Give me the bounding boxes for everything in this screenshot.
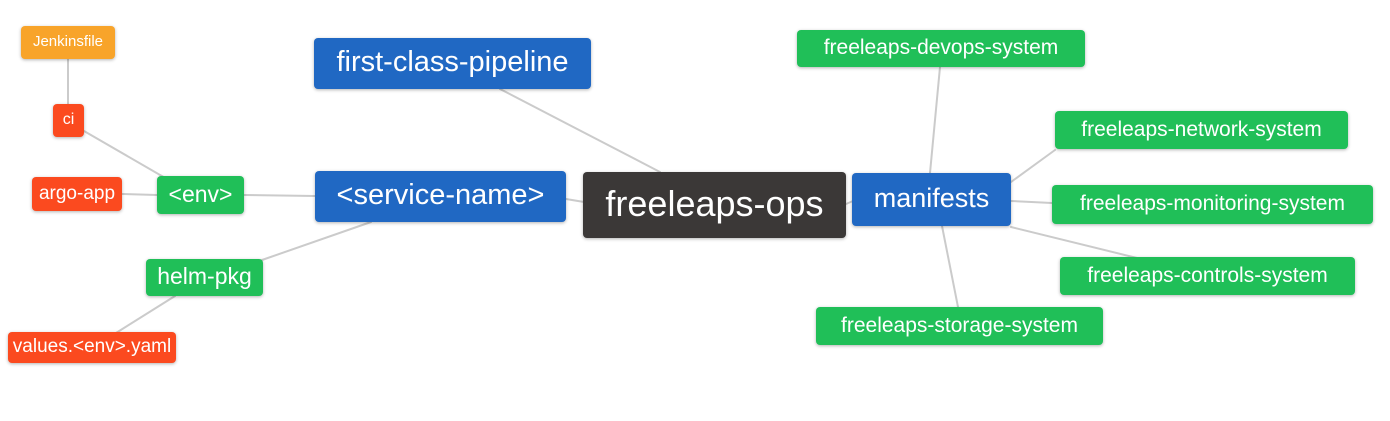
node-first-class-pipeline[interactable]: first-class-pipeline — [314, 38, 591, 89]
node-label: values.<env>.yaml — [12, 336, 172, 357]
node-freeleaps-storage-system[interactable]: freeleaps-storage-system — [816, 307, 1103, 345]
node-freeleaps-devops-system[interactable]: freeleaps-devops-system — [797, 30, 1085, 67]
edge-manifests-freeleaps-monitoring-system — [1010, 200, 1053, 204]
edge-argo-app-env — [121, 193, 158, 196]
node-freeleaps-controls-system[interactable]: freeleaps-controls-system — [1060, 257, 1355, 295]
edge-manifests-freeleaps-storage-system — [941, 225, 959, 308]
node-service-name[interactable]: <service-name> — [315, 171, 566, 222]
node-env[interactable]: <env> — [157, 176, 244, 214]
node-manifests[interactable]: manifests — [852, 173, 1011, 226]
edge-service-name-freeleaps-ops — [565, 198, 585, 203]
node-jenkinsfile[interactable]: Jenkinsfile — [21, 26, 115, 59]
node-values-env-yaml[interactable]: values.<env>.yaml — [8, 332, 176, 363]
node-label: Jenkinsfile — [32, 33, 104, 50]
node-argo-app[interactable]: argo-app — [32, 177, 122, 211]
edge-env-service-name — [243, 194, 316, 197]
node-label: freeleaps-devops-system — [823, 36, 1059, 59]
edge-freeleaps-ops-manifests — [845, 200, 854, 205]
edge-ci-env — [83, 130, 168, 180]
edge-freeleaps-devops-system-manifests — [929, 66, 941, 174]
node-label: freeleaps-ops — [605, 183, 824, 224]
node-label: freeleaps-monitoring-system — [1080, 192, 1345, 215]
node-freeleaps-monitoring-system[interactable]: freeleaps-monitoring-system — [1052, 185, 1373, 224]
edge-service-name-helm-pkg — [261, 221, 372, 261]
node-label: helm-pkg — [157, 263, 252, 289]
edge-manifests-freeleaps-controls-system — [1010, 226, 1138, 259]
edge-manifests-freeleaps-network-system — [1010, 149, 1056, 183]
node-freeleaps-network-system[interactable]: freeleaps-network-system — [1055, 111, 1348, 149]
node-ci[interactable]: ci — [53, 104, 84, 137]
node-label: <service-name> — [336, 179, 545, 211]
node-freeleaps-ops[interactable]: freeleaps-ops — [583, 172, 846, 238]
edge-first-class-pipeline-freeleaps-ops — [499, 88, 661, 173]
node-label: ci — [62, 110, 75, 128]
node-label: argo-app — [38, 182, 116, 204]
edge-helm-pkg-values-env-yaml — [115, 295, 176, 334]
node-label: first-class-pipeline — [336, 46, 569, 78]
node-label: freeleaps-controls-system — [1087, 263, 1328, 287]
node-helm-pkg[interactable]: helm-pkg — [146, 259, 263, 296]
node-label: freeleaps-storage-system — [841, 313, 1078, 337]
node-label: manifests — [873, 183, 990, 213]
node-label: freeleaps-network-system — [1081, 117, 1322, 141]
node-label: <env> — [168, 180, 233, 207]
